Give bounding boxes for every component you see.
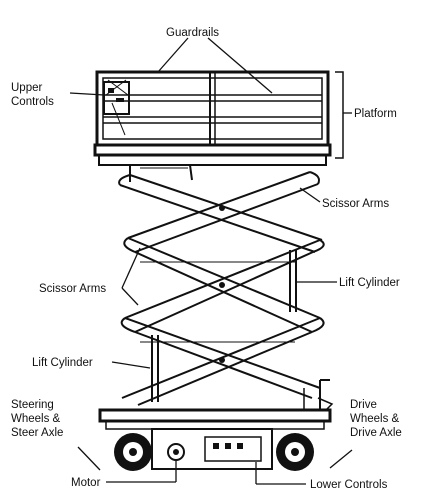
platform-guardrails bbox=[95, 70, 330, 147]
label-steering-line3: Steer Axle bbox=[11, 427, 63, 439]
scissor-arms bbox=[118, 171, 325, 406]
label-scissor-arms-left: Scissor Arms bbox=[39, 283, 106, 295]
label-scissor-arms-top: Scissor Arms bbox=[322, 198, 389, 210]
label-upper-controls-line1: Upper bbox=[11, 82, 42, 94]
label-motor: Motor bbox=[71, 477, 101, 489]
label-upper-controls-line2: Controls bbox=[11, 96, 54, 108]
lower-controls-panel bbox=[204, 436, 262, 462]
drive-wheel bbox=[276, 433, 314, 471]
label-platform: Platform bbox=[354, 108, 397, 120]
label-guardrails: Guardrails bbox=[166, 27, 219, 39]
steering-wheel bbox=[114, 433, 152, 471]
label-lift-cylinder-left: Lift Cylinder bbox=[32, 357, 93, 369]
label-drive-line1: Drive bbox=[350, 399, 377, 411]
upper-controls-box bbox=[103, 81, 130, 115]
label-drive-line2: Wheels & bbox=[350, 413, 400, 425]
motor bbox=[167, 443, 185, 461]
lift-cylinder-lower bbox=[151, 335, 159, 402]
label-steering-line1: Steering bbox=[11, 399, 54, 411]
callout-lines bbox=[69, 37, 353, 485]
label-drive-line3: Drive Axle bbox=[350, 427, 402, 439]
label-lower-controls: Lower Controls bbox=[310, 479, 388, 491]
lift-cylinder-upper bbox=[289, 250, 297, 312]
label-steering-line2: Wheels & bbox=[11, 413, 61, 425]
chassis bbox=[98, 379, 334, 470]
platform-deck bbox=[93, 143, 332, 182]
label-lift-cylinder-right: Lift Cylinder bbox=[339, 277, 400, 289]
